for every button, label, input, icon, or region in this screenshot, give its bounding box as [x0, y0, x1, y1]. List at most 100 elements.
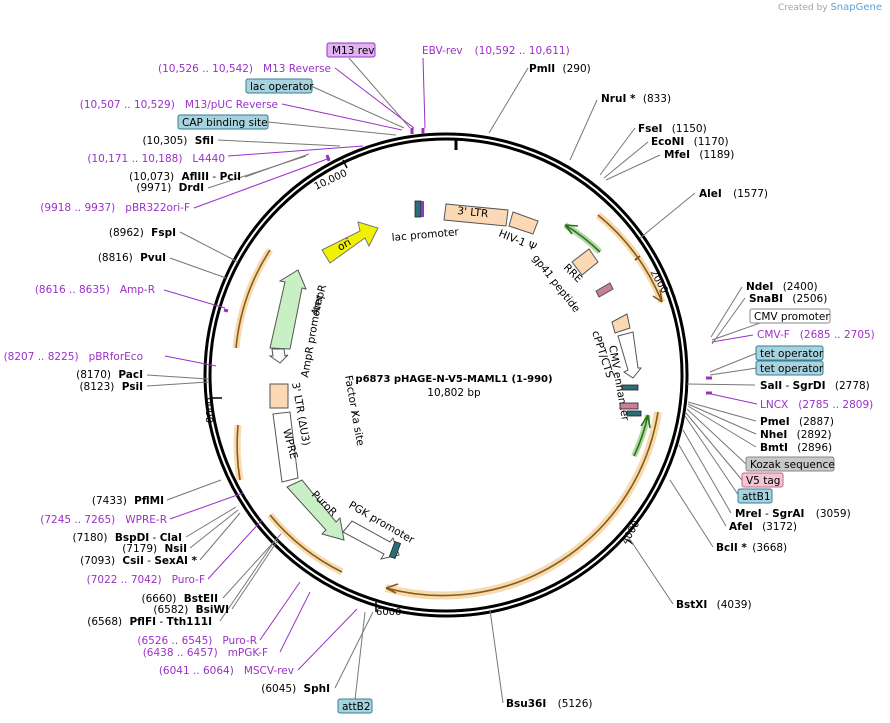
arc-puro-region [269, 514, 343, 573]
leader [686, 383, 756, 386]
leader [164, 355, 217, 367]
primer-amp-r: (8616 .. 8635)Amp-R [35, 284, 155, 296]
box-tet-operator-1-label: tet operator [760, 348, 824, 360]
backbone-outer-strand [203, 132, 689, 618]
enzyme-afei: AfeI (3172) [729, 521, 797, 533]
box-cmv-promoter-label: CMV promoter [754, 311, 830, 323]
enzyme-alei: AleI (1577) [699, 188, 768, 200]
feature-rre-shape [571, 248, 599, 276]
leader [711, 297, 746, 345]
box-v5-tag-label: V5 tag [746, 475, 780, 487]
tet-operator-mark [621, 384, 639, 391]
enzyme-labels: PmlI (290) NruI * (833) FseI (1150) EcoN… [73, 63, 870, 710]
feature-ampr-promoter-label: AmpR promoter [299, 294, 325, 379]
tick-label-6000: 6000 [376, 607, 401, 618]
arc-wpre-region [236, 424, 241, 481]
lac-operator-mark [414, 200, 422, 218]
leader [710, 286, 743, 338]
leader [207, 519, 263, 580]
box-lac-operator [245, 78, 313, 94]
feature-wpre-shape [272, 411, 299, 483]
leader [146, 381, 209, 387]
leader [687, 405, 757, 448]
leader [169, 257, 227, 279]
enzyme-bstxi: BstXI (4039) [676, 599, 752, 611]
enzyme-pflmi: (7433) PflMI [92, 495, 164, 507]
leader [163, 289, 226, 309]
tick-mark [342, 159, 348, 169]
leader [259, 581, 301, 641]
orange-feature-arcs [232, 212, 666, 600]
leader [244, 153, 310, 178]
feature-hiv-psi-shape [508, 211, 539, 235]
leader [422, 57, 426, 129]
leader [146, 374, 209, 380]
enzyme-econi: EcoNI (1170) [651, 136, 729, 148]
leader [687, 403, 757, 435]
box-lac-operator-label: lac operator [250, 81, 314, 93]
arc-shadow [232, 248, 273, 349]
leader [334, 67, 415, 129]
enzyme-sfii: (10,305) SfiI [142, 135, 214, 147]
leader [217, 139, 341, 147]
leader [267, 121, 397, 136]
leader [685, 412, 743, 481]
primer-puro-r: (6526 .. 6545)Puro-R [137, 635, 257, 647]
box-cmv-promoter [749, 308, 831, 324]
leader [189, 509, 239, 549]
box-tet-operator-2-label: tet operator [760, 363, 824, 375]
enzyme-snabi: SnaBI (2506) [749, 293, 827, 305]
box-attb1 [737, 488, 773, 504]
leader [281, 103, 403, 131]
enzyme-paci: (8170) PacI [76, 369, 143, 381]
enzyme-pflfi-tth111i: (6568) PflFI - Tth111I [87, 616, 212, 628]
leader [222, 533, 282, 599]
feature-3-ltr-label: 3' LTR [457, 205, 489, 220]
primer-labels: EBV-rev(10,592 .. 10,611) (10,526 .. 10,… [4, 45, 875, 677]
leader [231, 539, 279, 610]
green-feature-arcs [563, 222, 651, 458]
feature-ampr-promoter-shape [268, 348, 289, 364]
enzyme-pvui: (8816) PvuI [98, 252, 166, 264]
leader [709, 367, 758, 376]
leader [193, 157, 331, 209]
primer-puro-f: (7022 .. 7042)Puro-F [87, 574, 205, 586]
credit-prefix: Created by [778, 3, 828, 13]
leader [682, 429, 732, 514]
arc-ampr-region [235, 249, 271, 349]
attb1-mark [626, 410, 642, 417]
arrow-head [652, 289, 663, 303]
arc-shadow [384, 411, 662, 600]
arrow-head [564, 224, 579, 235]
box-v5-tag [741, 472, 784, 488]
enzyme-nrui: NruI * (833) [601, 93, 671, 105]
enzyme-fsei: FseI (1150) [638, 123, 707, 135]
leader [310, 85, 405, 129]
primer-mscv-rev: (6041 .. 6064)MSCV-rev [159, 665, 294, 677]
enzyme-bsu36i: Bsu36I (5126) [506, 698, 593, 710]
feature-puror-shape [286, 479, 345, 541]
enzyme-bsteii: (6660) BstEII [141, 593, 218, 605]
enzyme-ndei: NdeI (2400) [746, 281, 818, 293]
box-tet-operator-2 [755, 360, 824, 376]
feature-factor-xa-label: Factor Xa site [342, 374, 366, 446]
leader [348, 57, 411, 129]
leader [605, 154, 661, 181]
leader [678, 444, 727, 527]
leader [169, 492, 244, 520]
leader [334, 611, 374, 689]
leader [488, 67, 529, 134]
leader [709, 352, 758, 373]
enzyme-bmti: BmtI (2896) [760, 442, 832, 454]
feature-cppt-shape [611, 313, 631, 334]
primer-ebv-rev: EBV-rev(10,592 .. 10,611) [422, 45, 570, 57]
primer-l4440: (10,171 .. 10,188)L4440 [87, 153, 225, 165]
primer-m13-reverse: (10,526 .. 10,542)M13 Reverse [158, 63, 331, 75]
leader [710, 393, 758, 405]
arc-hiv-gag-region [597, 214, 663, 303]
primer-mark [421, 201, 424, 217]
boxed-labels: M13 rev lac operator CAP binding site CM… [177, 42, 835, 714]
leader [185, 506, 237, 538]
feature-3-ltr-du3-shape [269, 383, 289, 409]
enzyme-bcli: BclI * (3668) [716, 542, 787, 554]
